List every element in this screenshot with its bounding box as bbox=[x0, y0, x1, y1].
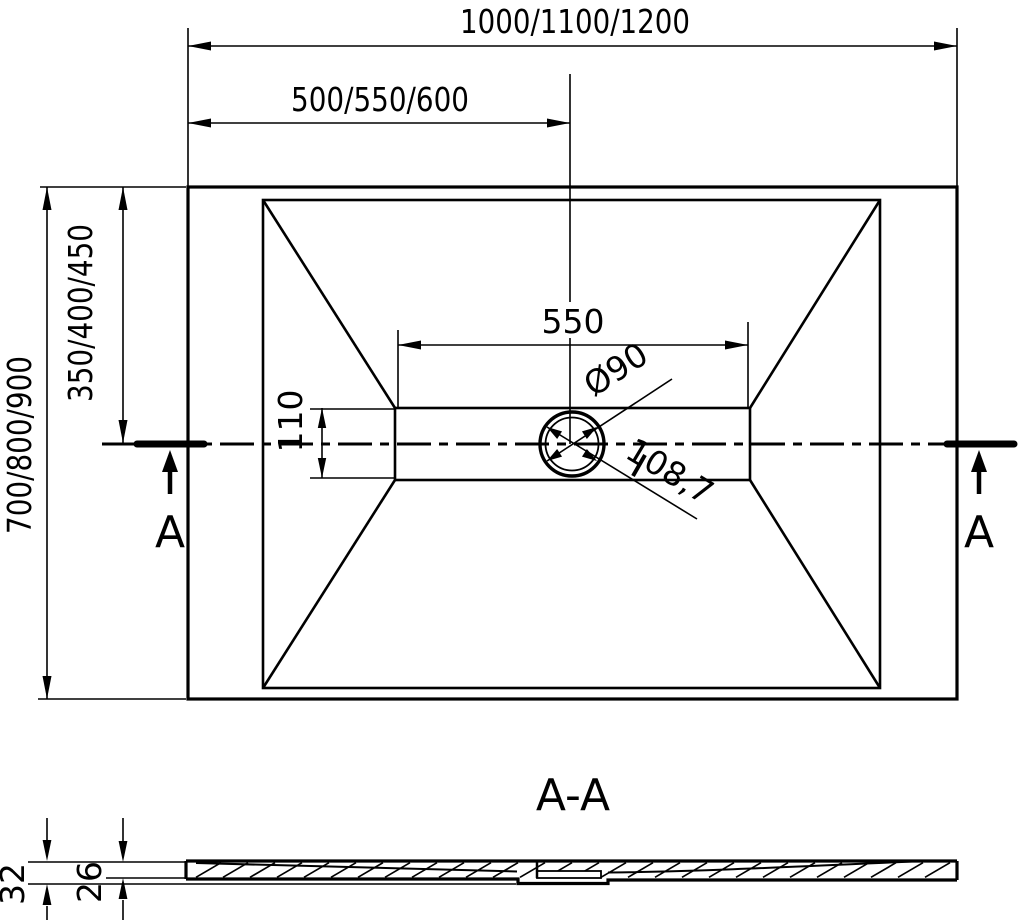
plan-view bbox=[102, 185, 1018, 701]
section-view bbox=[28, 818, 959, 920]
hatch-stroke bbox=[870, 861, 897, 879]
dim-base-width-label: 550 bbox=[542, 302, 605, 341]
hatch-stroke bbox=[330, 861, 357, 879]
arrowhead bbox=[547, 427, 563, 439]
slope-line-top-right bbox=[748, 199, 882, 409]
arrowhead bbox=[118, 187, 128, 210]
hatch-stroke bbox=[627, 861, 654, 879]
drain-dimension-leader bbox=[546, 426, 698, 520]
arrowhead bbox=[398, 340, 421, 350]
arrowhead bbox=[188, 41, 211, 51]
section-marker-a-right-label: A bbox=[964, 507, 994, 558]
arrowhead bbox=[547, 449, 563, 461]
dim-edge-height-label: 26 bbox=[70, 861, 109, 903]
arrowheads bbox=[42, 41, 987, 905]
dimension-lines bbox=[46, 45, 957, 699]
dim-total-height-label: 32 bbox=[0, 863, 32, 905]
dim-center-depth-label: 350/400/450 bbox=[61, 224, 100, 402]
basin-surface-curve-right bbox=[607, 860, 913, 874]
hatch-stroke bbox=[357, 861, 384, 879]
arrowhead bbox=[317, 408, 327, 428]
arrowhead bbox=[118, 878, 128, 899]
arrowhead bbox=[162, 450, 178, 472]
arrowhead bbox=[42, 840, 52, 861]
slope-line-bottom-left bbox=[261, 479, 397, 689]
hatch-stroke bbox=[303, 861, 330, 879]
arrowhead bbox=[118, 841, 128, 862]
arrowhead bbox=[725, 340, 748, 350]
hatch-stroke bbox=[519, 861, 546, 879]
dim-base-depth-label: 110 bbox=[271, 390, 310, 453]
arrowhead bbox=[971, 450, 987, 472]
drain-diameter-leader bbox=[546, 378, 673, 462]
dim-overall-width-label: 1000/1100/1200 bbox=[460, 2, 690, 41]
hatch-stroke bbox=[384, 861, 411, 879]
arrowhead bbox=[581, 449, 597, 461]
hatch-stroke bbox=[762, 861, 789, 879]
tray-base-rect bbox=[393, 406, 752, 482]
section-title: A-A bbox=[536, 770, 610, 821]
hatch-stroke bbox=[600, 861, 627, 879]
slope-line-top-left bbox=[261, 199, 397, 409]
hatch-stroke bbox=[897, 861, 924, 879]
hatch-stroke bbox=[924, 861, 951, 879]
label-mask bbox=[545, 302, 601, 338]
arrowhead bbox=[547, 118, 570, 128]
drain-slot bbox=[536, 870, 602, 879]
arrowhead bbox=[934, 41, 957, 51]
hatch-stroke bbox=[492, 861, 519, 879]
hatch-stroke bbox=[735, 861, 762, 879]
labels: 1000/1100/1200 500/550/600 700/800/900 3… bbox=[0, 2, 994, 905]
dimension-tick bbox=[631, 454, 647, 477]
basin-surface-curve-left bbox=[195, 862, 518, 873]
arrowhead bbox=[42, 884, 52, 905]
dim-overall-depth-label: 700/800/900 bbox=[0, 356, 39, 534]
hatch-stroke bbox=[195, 861, 222, 879]
arrowhead bbox=[581, 427, 597, 439]
arrowhead bbox=[42, 187, 52, 210]
hatch-stroke bbox=[654, 861, 681, 879]
extension-lines bbox=[38, 28, 958, 700]
section-marker-a-left-label: A bbox=[155, 507, 185, 558]
hatch-stroke bbox=[843, 861, 870, 879]
section-bottom-edge bbox=[186, 877, 957, 886]
arrowhead bbox=[42, 676, 52, 699]
arrowhead bbox=[118, 420, 128, 443]
slope-line-bottom-right bbox=[748, 479, 882, 689]
arrowhead bbox=[317, 458, 327, 478]
dim-center-width-label: 500/550/600 bbox=[291, 80, 469, 119]
arrowhead bbox=[188, 118, 211, 128]
